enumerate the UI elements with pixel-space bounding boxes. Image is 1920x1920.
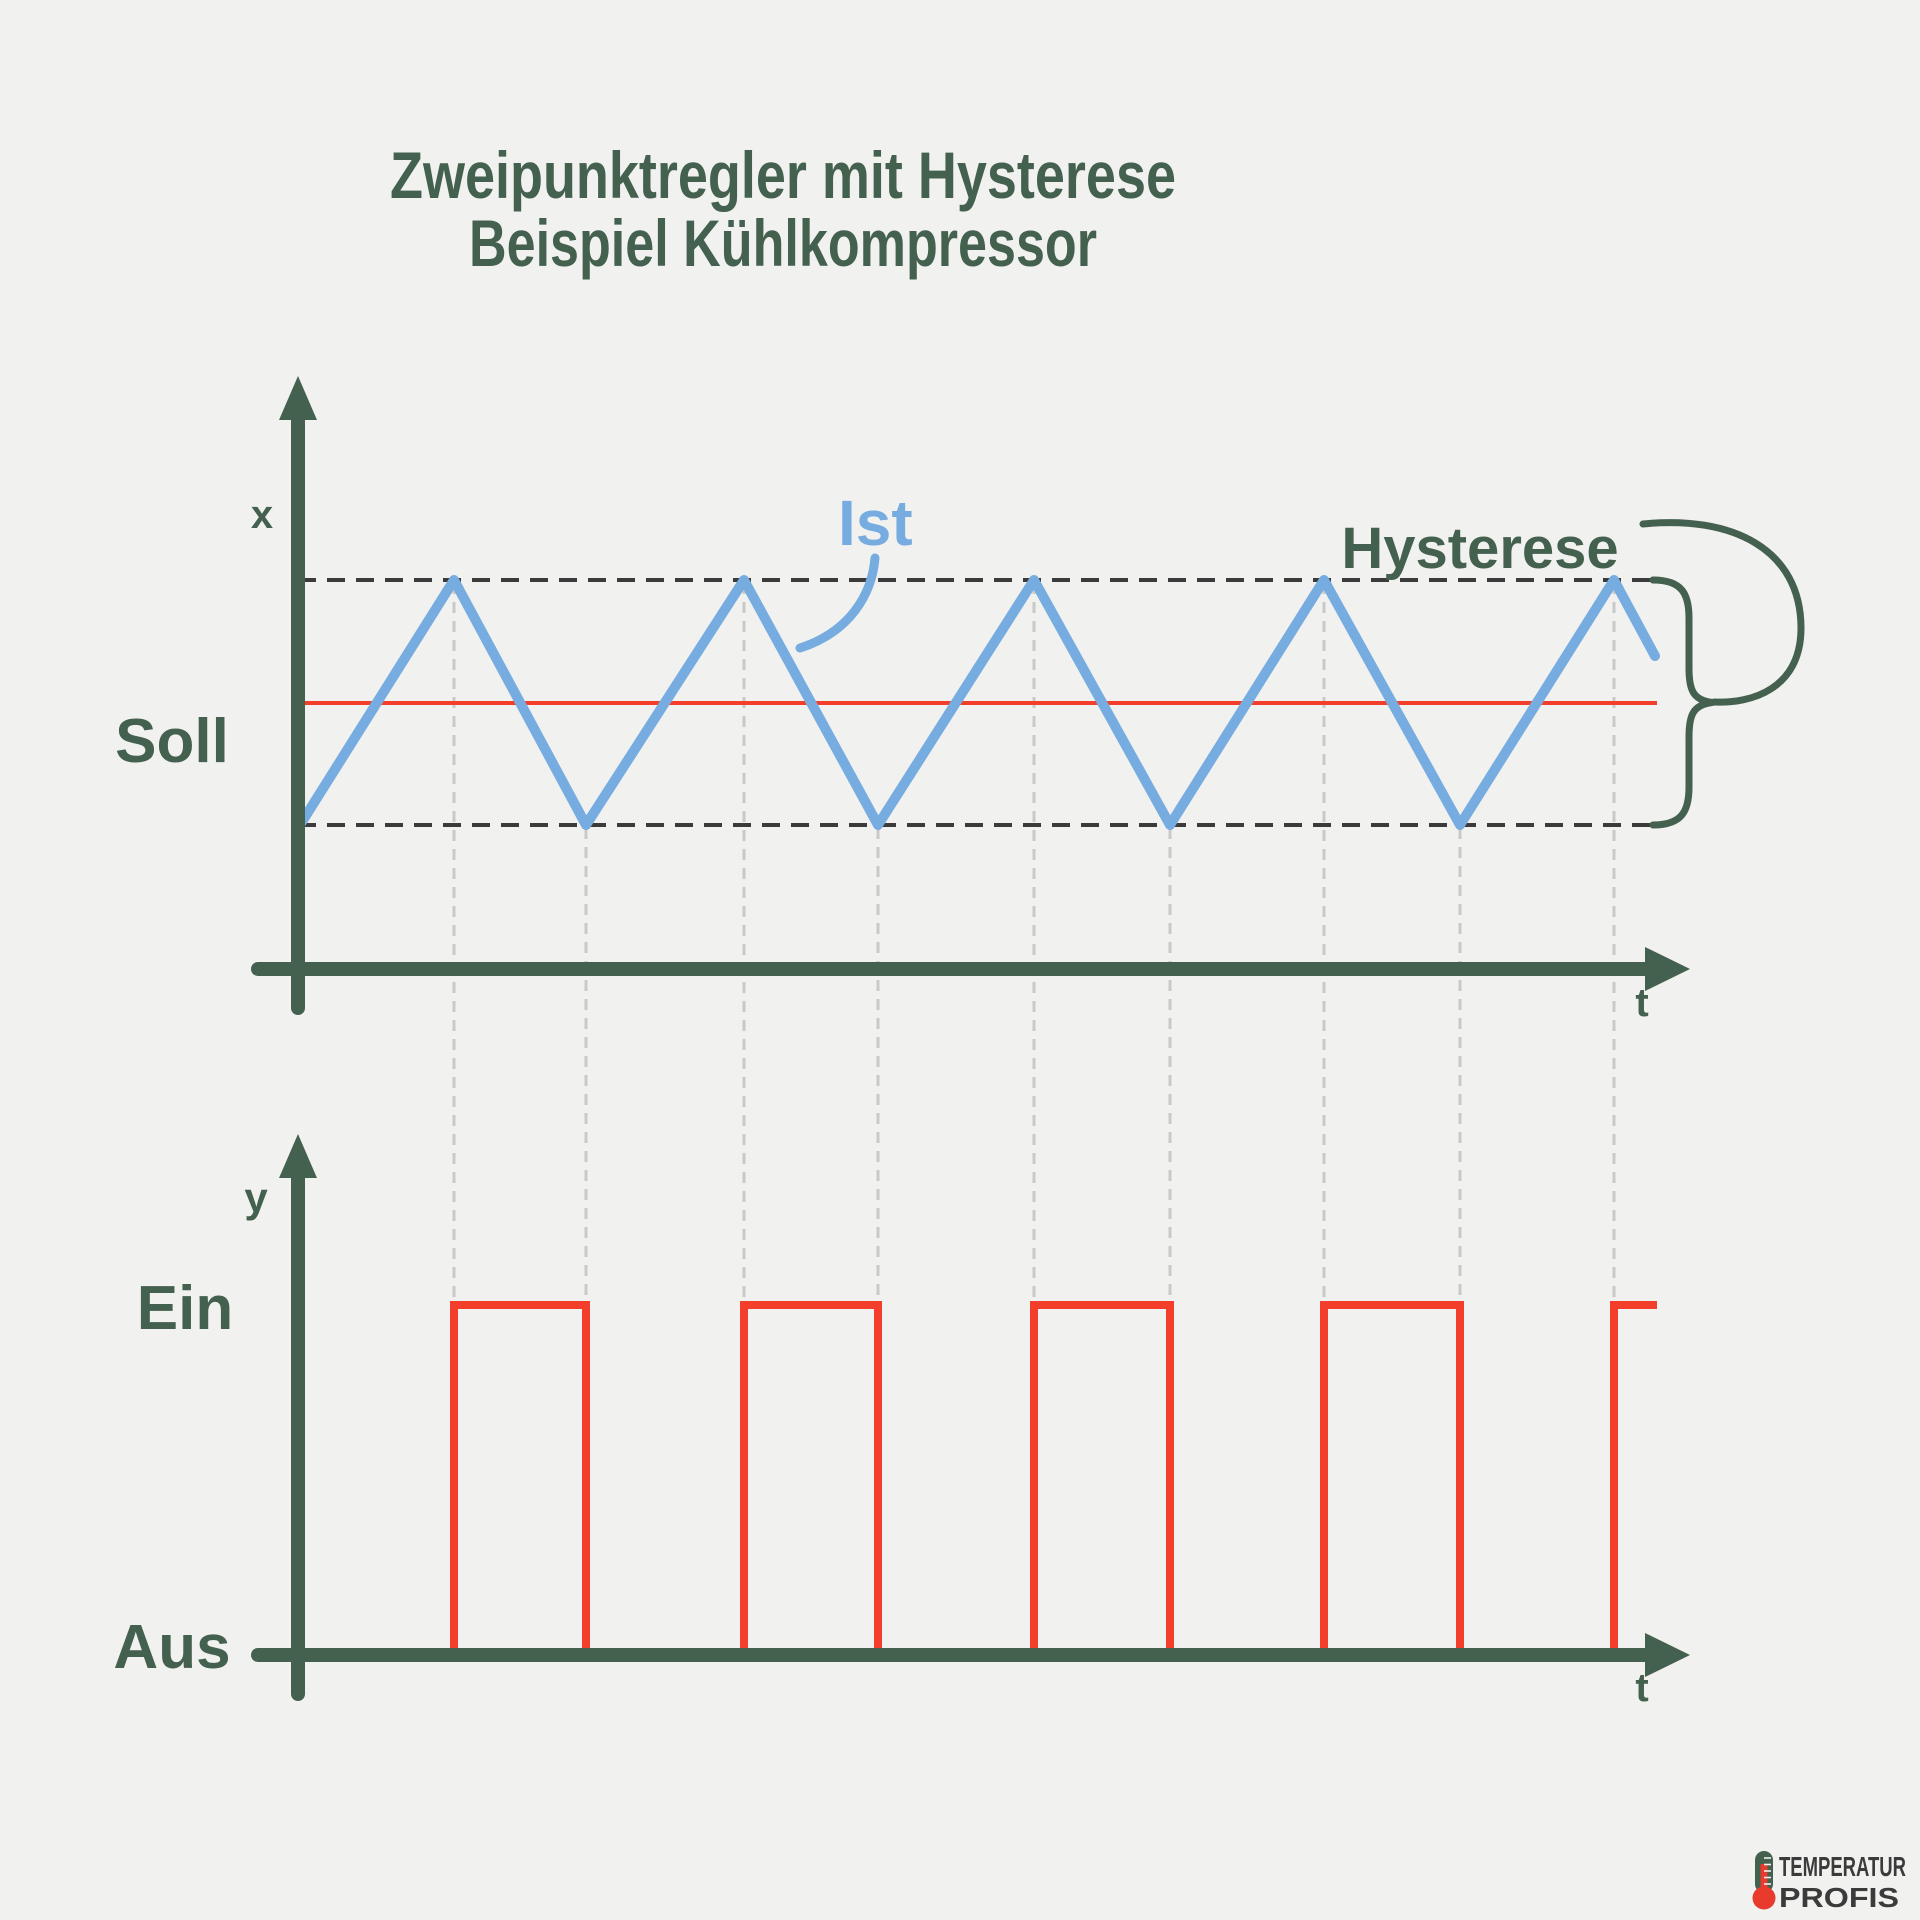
event-time-gridlines xyxy=(452,583,1616,1302)
logo-text-line1: TEMPERATUR xyxy=(1779,1851,1906,1882)
compressor-output-pulses xyxy=(450,1301,1657,1652)
output-pulse xyxy=(450,1301,590,1652)
hysteresis-brace xyxy=(1649,576,1716,829)
page-subtitle: Beispiel Kühlkompressor xyxy=(469,206,1097,280)
bottom-t-axis-label: t xyxy=(1635,1666,1648,1710)
ist-label-connector xyxy=(795,553,880,653)
off-state-label: Aus xyxy=(113,1613,230,1682)
temperatur-profis-logo: TEMPERATUR PROFIS xyxy=(1752,1851,1906,1913)
on-state-label: Ein xyxy=(137,1274,233,1343)
top-y-axis-arrow xyxy=(279,376,317,420)
top-t-axis-label: t xyxy=(1635,981,1648,1025)
thermometer-icon xyxy=(1752,1851,1776,1910)
top-y-axis-label: x xyxy=(251,493,273,537)
logo-text-line2: PROFIS xyxy=(1779,1882,1899,1913)
bottom-chart-axes xyxy=(251,1134,1690,1701)
bottom-y-axis-arrow xyxy=(279,1134,317,1178)
top-chart-axes xyxy=(251,376,1690,1015)
page-title: Zweipunktregler mit Hysterese xyxy=(390,138,1176,212)
hysteresis-label: Hysterese xyxy=(1341,516,1618,581)
output-pulse-open xyxy=(1610,1301,1657,1652)
actual-value-curve xyxy=(295,575,1660,830)
top-t-axis-arrow xyxy=(1645,947,1690,991)
hysterese-label-connector xyxy=(1639,519,1805,706)
bottom-t-axis-arrow xyxy=(1645,1633,1690,1677)
setpoint-label: Soll xyxy=(115,707,229,776)
output-pulse xyxy=(740,1301,882,1652)
output-pulse xyxy=(1030,1301,1174,1652)
output-pulse xyxy=(1320,1301,1464,1652)
actual-value-label: Ist xyxy=(838,487,913,559)
bottom-y-axis-label: y xyxy=(244,1174,268,1221)
